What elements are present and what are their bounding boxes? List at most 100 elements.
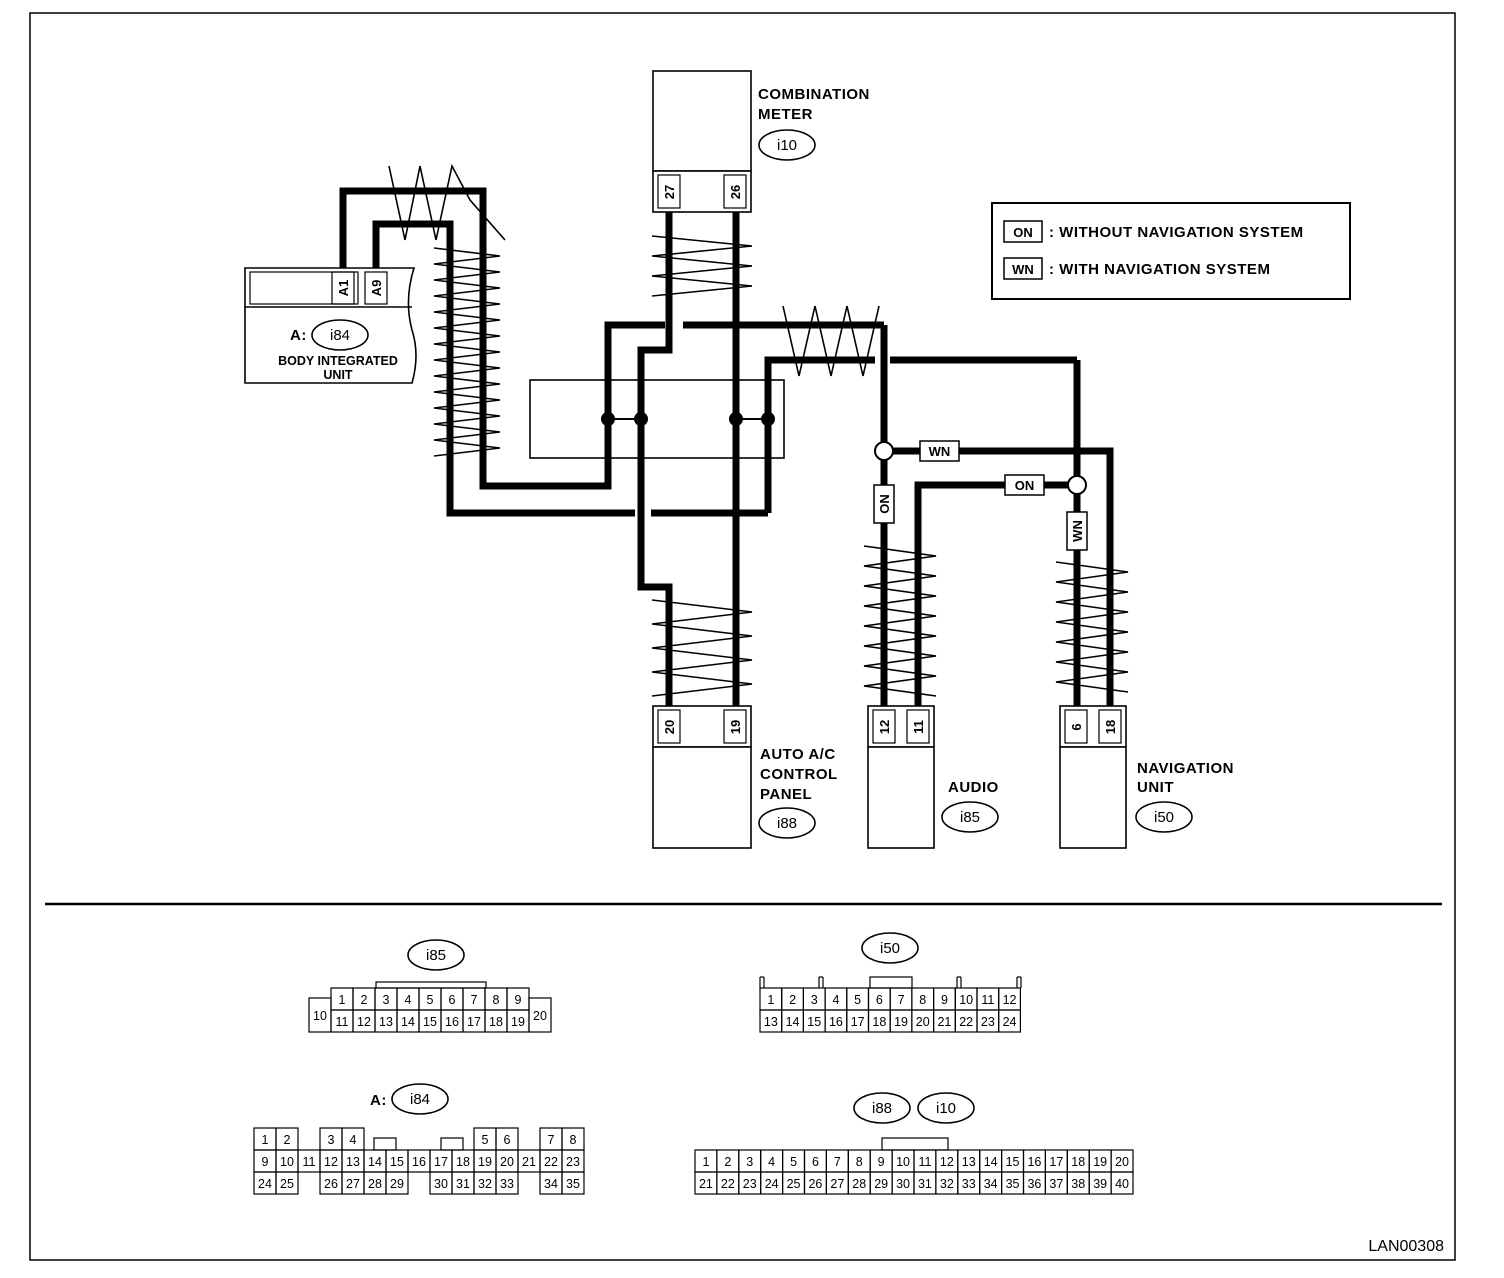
cavity-i50-11: 11 [981, 993, 994, 1007]
cavity-i84-16: 16 [412, 1155, 426, 1169]
ac-label-2: CONTROL [760, 766, 838, 783]
cavity-i84-10: 10 [280, 1155, 294, 1169]
audio-pin-11: 11 [911, 720, 926, 734]
cavity-i85-10: 10 [313, 1009, 327, 1023]
cavity-i88-3: 3 [746, 1155, 753, 1169]
biu-connector-id: i84 [330, 327, 350, 344]
cavity-i88-26: 26 [808, 1177, 822, 1191]
cavity-i50-20: 20 [916, 1015, 930, 1029]
cavity-i50-4: 4 [832, 993, 839, 1007]
splice-audio [874, 441, 894, 461]
combination-meter: 27 26 COMBINATION METER i10 [652, 70, 870, 213]
cavity-i88-19: 19 [1093, 1155, 1107, 1169]
cavity-i84-9: 9 [262, 1155, 269, 1169]
legend-wn-code: WN [1012, 262, 1034, 277]
cavity-i88-15: 15 [1006, 1155, 1020, 1169]
cavity-i84-26: 26 [324, 1177, 338, 1191]
biu-label-1: BODY INTEGRATED [278, 354, 398, 368]
cavity-i84-15: 15 [390, 1155, 404, 1169]
cavity-i88-2: 2 [724, 1155, 731, 1169]
biu-pin-a1: A1 [336, 280, 351, 297]
cavity-i88-39: 39 [1093, 1177, 1107, 1191]
nav-pin-18: 18 [1103, 720, 1118, 734]
legend: ON : WITHOUT NAVIGATION SYSTEM WN : WITH… [991, 202, 1351, 300]
cavity-i84-12: 12 [324, 1155, 338, 1169]
cavity-i50-23: 23 [981, 1015, 995, 1029]
cavity-i88-20: 20 [1115, 1155, 1129, 1169]
cavity-i88-24: 24 [765, 1177, 779, 1191]
cavity-i88-6: 6 [812, 1155, 819, 1169]
cavity-i84-4: 4 [350, 1133, 357, 1147]
cavity-i85-19: 19 [511, 1015, 525, 1029]
cavity-i85-17: 17 [467, 1015, 481, 1029]
cavity-i84-21: 21 [522, 1155, 536, 1169]
cavity-i84-34: 34 [544, 1177, 558, 1191]
body-integrated-unit: A1 A9 A: i84 BODY INTEGRATED UNIT [244, 267, 417, 384]
cavity-i88-4: 4 [768, 1155, 775, 1169]
wire-a1 [339, 187, 665, 490]
cavity-i88-12: 12 [940, 1155, 954, 1169]
svg-text:WN: WN [1070, 520, 1085, 542]
biu-prefix: A: [290, 327, 307, 344]
cavity-i85-11: 11 [336, 1015, 349, 1029]
cavity-i50-10: 10 [959, 993, 973, 1007]
cavity-i85-9: 9 [515, 993, 522, 1007]
cavity-i50-21: 21 [937, 1015, 951, 1029]
cavity-i88-18: 18 [1071, 1155, 1085, 1169]
wire-tag-wn-v: WN [1066, 511, 1088, 551]
cavity-i88-28: 28 [852, 1177, 866, 1191]
wire-tag-on-v: ON [873, 484, 895, 524]
cavity-i88-31: 31 [918, 1177, 932, 1191]
cavity-i84-28: 28 [368, 1177, 382, 1191]
cavity-i85-4: 4 [405, 993, 412, 1007]
svg-text:ON: ON [877, 494, 892, 514]
splice-nav [1067, 475, 1087, 495]
cavity-i88-21: 21 [699, 1177, 713, 1191]
meter-pin-26: 26 [728, 185, 743, 199]
cavity-i85-18: 18 [489, 1015, 503, 1029]
cavity-i84-14: 14 [368, 1155, 382, 1169]
cavity-i50-12: 12 [1003, 993, 1017, 1007]
cavity-i84-5: 5 [482, 1133, 489, 1147]
cavity-i88-40: 40 [1115, 1177, 1129, 1191]
cavity-i84-18: 18 [456, 1155, 470, 1169]
cavity-i88-34: 34 [984, 1177, 998, 1191]
cavity-i84-11: 11 [303, 1155, 316, 1169]
cavity-i50-16: 16 [829, 1015, 843, 1029]
meter-label-1: COMBINATION [758, 86, 870, 103]
cavity-i85-15: 15 [423, 1015, 437, 1029]
wire-tag-on-h: ON [1004, 474, 1045, 496]
cavity-i88-37: 37 [1049, 1177, 1063, 1191]
joint-connector [529, 379, 785, 486]
ac-label-3: PANEL [760, 786, 812, 803]
wire-a9 [372, 220, 635, 517]
wire-tag-wn-h: WN [919, 440, 960, 462]
cavity-i88-7: 7 [834, 1155, 841, 1169]
cavity-i84-1: 1 [262, 1133, 269, 1147]
svg-text:i88: i88 [872, 1100, 892, 1117]
cavity-i88-17: 17 [1049, 1155, 1063, 1169]
cavity-i88-10: 10 [896, 1155, 910, 1169]
meter-pin-27: 27 [662, 185, 677, 199]
svg-text:WN: WN [929, 444, 951, 459]
cavity-i84-8: 8 [570, 1133, 577, 1147]
cavity-i84-30: 30 [434, 1177, 448, 1191]
svg-text:A:: A: [370, 1092, 387, 1109]
cavity-i88-30: 30 [896, 1177, 910, 1191]
svg-text:i85: i85 [426, 947, 446, 964]
cavity-i84-20: 20 [500, 1155, 514, 1169]
cavity-i88-14: 14 [984, 1155, 998, 1169]
cavity-i50-1: 1 [767, 993, 774, 1007]
nav-pin-6: 6 [1069, 723, 1084, 730]
cavity-i88-13: 13 [962, 1155, 976, 1169]
cavity-i84-24: 24 [258, 1177, 272, 1191]
twist-symbols [388, 163, 1129, 697]
cavity-i84-3: 3 [328, 1133, 335, 1147]
cavity-i88-35: 35 [1006, 1177, 1020, 1191]
cavity-i50-24: 24 [1003, 1015, 1017, 1029]
ac-label-1: AUTO A/C [760, 746, 836, 763]
